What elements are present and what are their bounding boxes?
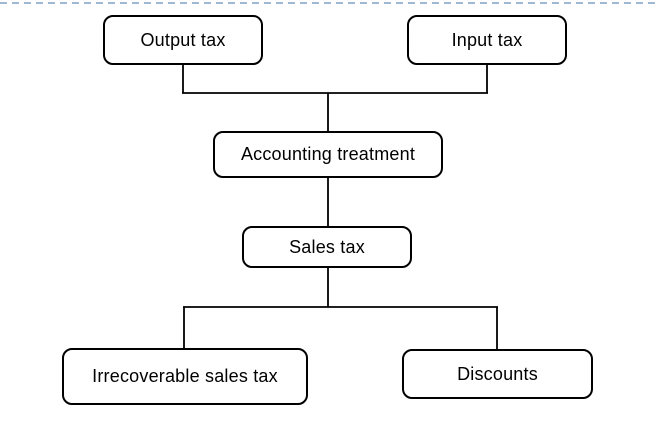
node-irrecoverable-sales-tax-label: Irrecoverable sales tax [92, 366, 278, 386]
node-irrecoverable-sales-tax: Irrecoverable sales tax [62, 348, 308, 405]
node-accounting-treatment: Accounting treatment [213, 131, 443, 178]
node-output-tax-label: Output tax [140, 29, 226, 50]
node-discounts-label: Discounts [457, 363, 538, 384]
node-output-tax: Output tax [103, 15, 263, 65]
node-input-tax: Input tax [407, 15, 567, 65]
top-dashed-guide-line [0, 2, 660, 4]
node-discounts: Discounts [402, 349, 593, 399]
node-sales-tax: Sales tax [242, 226, 412, 268]
node-input-tax-label: Input tax [451, 29, 523, 50]
node-sales-tax-label: Sales tax [289, 236, 365, 257]
node-accounting-treatment-label: Accounting treatment [240, 144, 416, 164]
